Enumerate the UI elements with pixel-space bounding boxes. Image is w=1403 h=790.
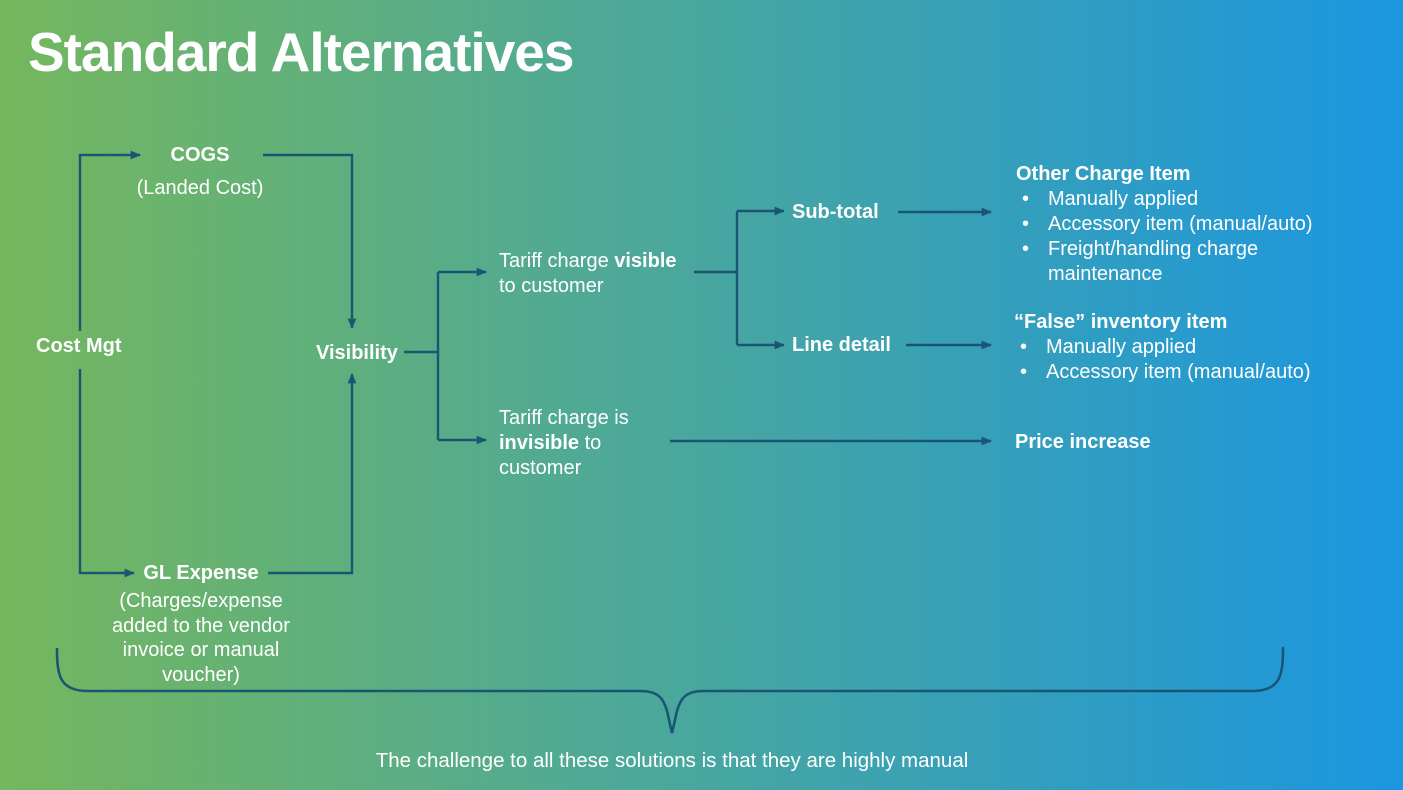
tariff-visible-line2: to customer: [499, 275, 604, 297]
node-cost-mgt: Cost Mgt: [36, 335, 122, 357]
node-cogs-subtitle: (Landed Cost): [136, 177, 264, 199]
slide-title: Standard Alternatives: [28, 21, 574, 83]
node-line-detail: Line detail: [792, 334, 891, 356]
node-price-increase: Price increase: [1015, 431, 1151, 453]
tariff-invisible-line2: invisible to: [499, 431, 729, 456]
list-item: Accessory item (manual/auto): [1014, 360, 1344, 385]
node-tariff-invisible: Tariff charge is invisible to customer: [499, 406, 729, 481]
node-tariff-visible: Tariff charge visible to customer: [499, 249, 729, 299]
list-false-inventory-item: “False” inventory item Manually applied …: [1014, 310, 1344, 385]
list-other-charge-header: Other Charge Item: [1016, 163, 1191, 185]
list-false-inventory-header: “False” inventory item: [1014, 311, 1228, 333]
node-gl-expense-subtitle: (Charges/expense added to the vendor inv…: [112, 590, 290, 686]
tariff-invisible-line3: customer: [499, 457, 582, 479]
tariff-visible-line1: Tariff charge visible: [499, 249, 729, 274]
connector-glexpense-to-visibility: [268, 373, 357, 575]
list-item: Freight/handling charge maintenance: [1016, 237, 1346, 287]
connector-costmgt-to-glexpense: [78, 369, 135, 578]
tariff-visible-line1-bold: visible: [614, 250, 677, 272]
node-cogs: COGS: [170, 144, 230, 166]
tariff-invisible-line1: Tariff charge is: [499, 407, 629, 429]
bottom-note: The challenge to all these solutions is …: [375, 749, 969, 772]
tariff-invisible-line2-bold: invisible: [499, 432, 580, 454]
list-other-charge-items: Manually applied Accessory item (manual/…: [1016, 187, 1346, 287]
list-false-inventory-items: Manually applied Accessory item (manual/…: [1014, 335, 1344, 385]
list-item: Manually applied: [1016, 187, 1346, 212]
tariff-visible-line1-regular: Tariff charge: [499, 250, 615, 272]
node-visibility: Visibility: [316, 342, 398, 364]
list-other-charge-item: Other Charge Item Manually applied Acces…: [1016, 162, 1346, 287]
list-item: Manually applied: [1014, 335, 1344, 360]
node-gl-expense: GL Expense: [143, 562, 259, 584]
list-item: Accessory item (manual/auto): [1016, 212, 1346, 237]
node-subtotal: Sub-total: [792, 201, 879, 223]
tariff-invisible-line2-regular: to: [579, 432, 602, 454]
